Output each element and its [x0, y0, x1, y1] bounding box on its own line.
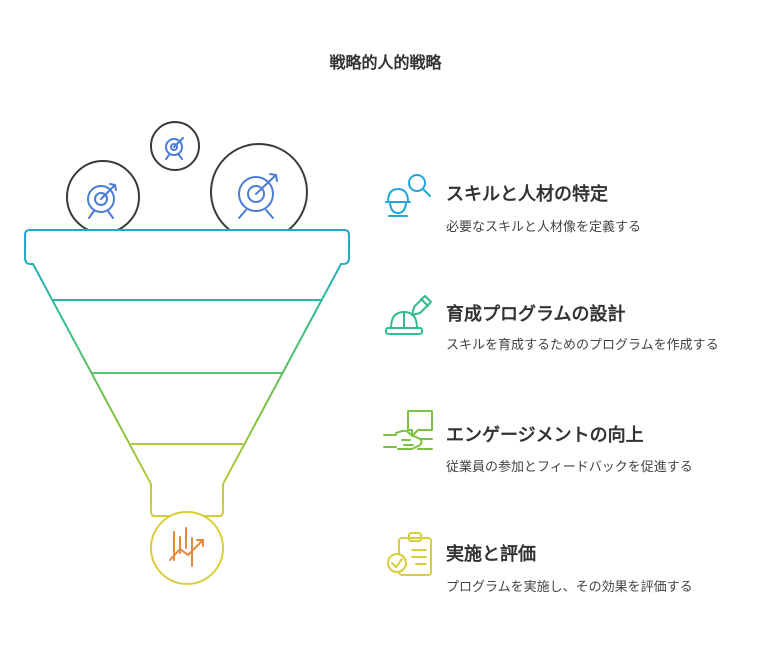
target-circle-left — [66, 160, 140, 234]
target-circle-small — [150, 121, 200, 171]
result-circle — [150, 511, 224, 585]
target-circle-right — [210, 143, 308, 241]
step-4-title: 実施と評価 — [446, 544, 536, 565]
step-1-description: 必要なスキルと人材像を定義する — [446, 220, 642, 235]
step-1-title: スキルと人材の特定 — [446, 184, 608, 205]
clipboard-check-icon — [387, 532, 432, 576]
target-icon — [238, 173, 278, 219]
step-2-description: スキルを育成するためのプログラムを作成する — [446, 338, 719, 353]
worker-search-icon — [385, 174, 431, 217]
diagram-title: 戦略的人的戦略 — [329, 53, 442, 72]
target-icon — [165, 137, 184, 160]
step-4-description: プログラムを実施し、その効果を評価する — [446, 580, 693, 595]
step-2-title: 育成プログラムの設計 — [446, 304, 626, 325]
hardhat-pencil-icon — [385, 295, 432, 335]
step-3-description: 従業員の参加とフィードバックを促進する — [446, 460, 693, 475]
target-icon — [87, 183, 117, 219]
step-3-title: エンゲージメントの向上 — [446, 425, 644, 446]
growth-chart-icon — [169, 527, 204, 567]
handshake-chat-icon — [383, 410, 433, 450]
